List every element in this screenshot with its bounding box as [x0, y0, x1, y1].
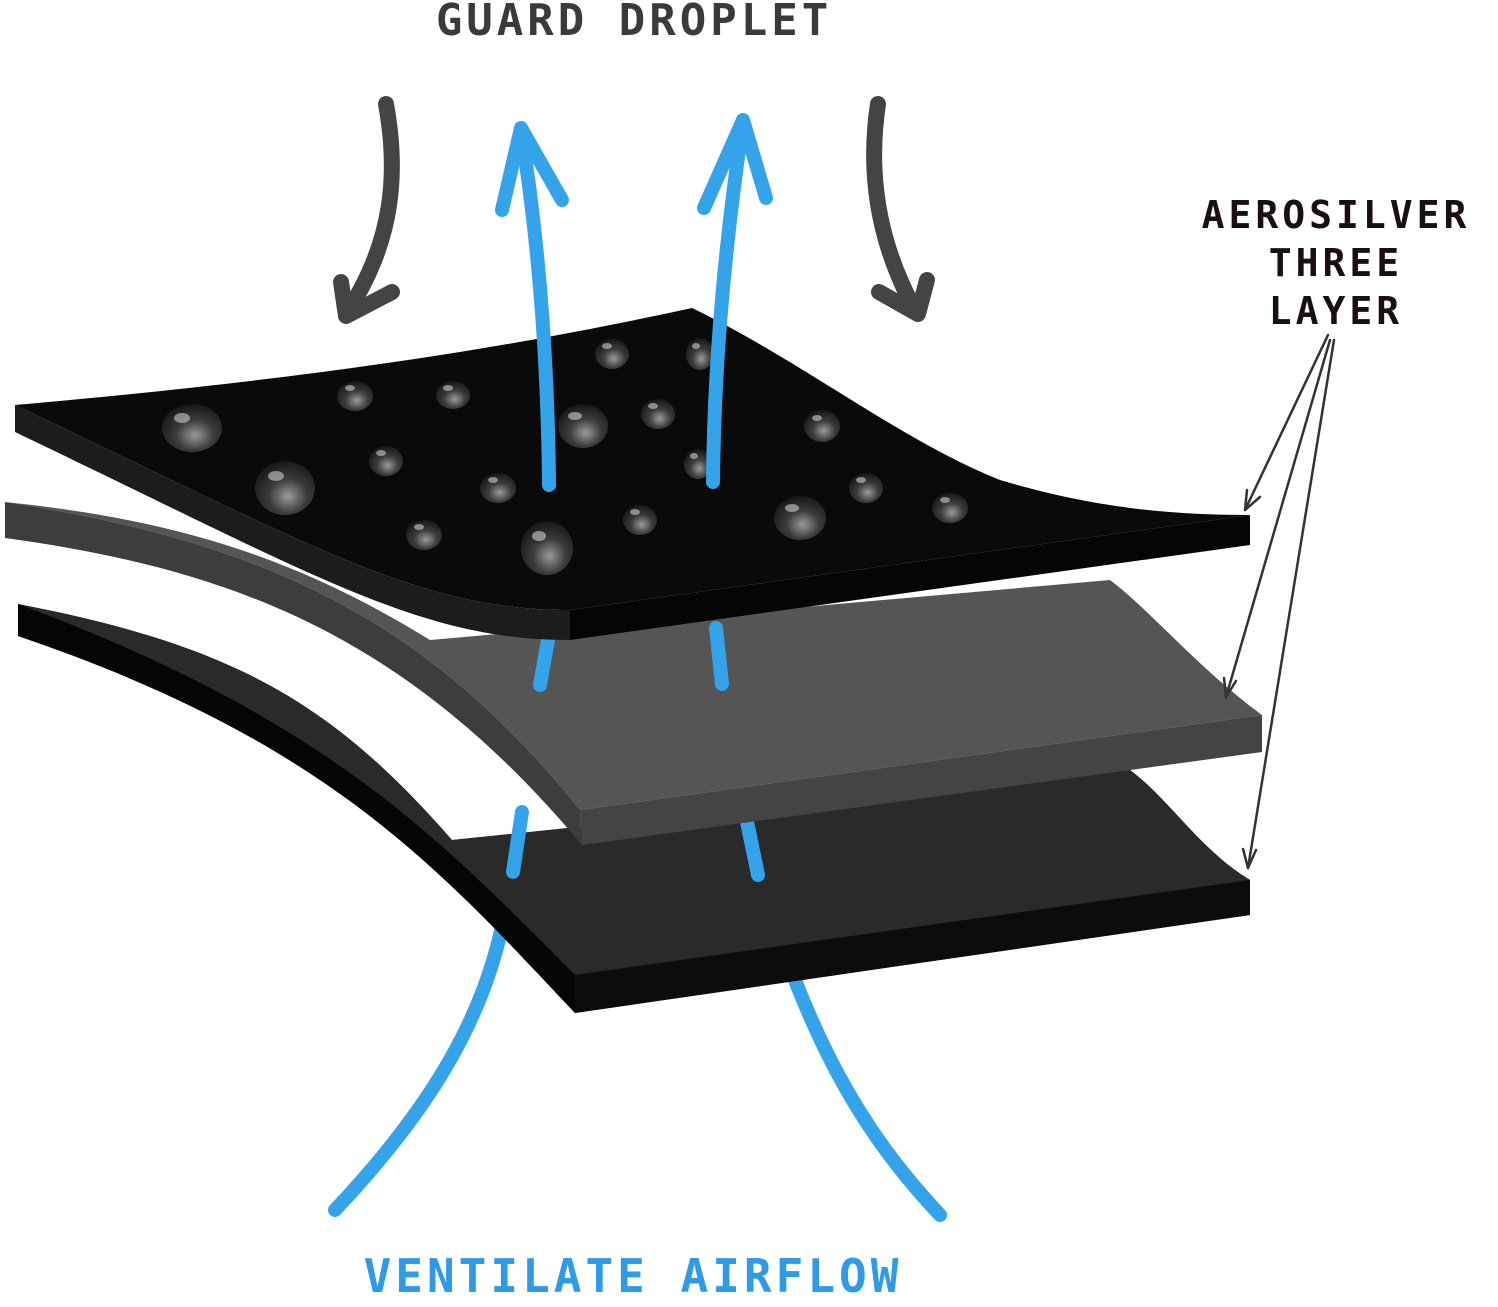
water-droplet-icon — [774, 496, 826, 540]
guard-droplet-label: GUARD DROPLET — [436, 0, 832, 46]
water-droplet-icon — [932, 493, 968, 523]
side-label-line-1: AEROSILVER — [1202, 193, 1471, 237]
water-droplet-icon — [686, 338, 714, 370]
side-label-line-3: LAYER — [1269, 289, 1403, 333]
aerosilver-label: AEROSILVER THREE LAYER — [1202, 193, 1471, 333]
water-droplet-icon — [623, 505, 657, 535]
water-droplet-icon — [521, 521, 573, 575]
pointer-lines — [1222, 333, 1336, 870]
falling-droplet-arrow-icon — [333, 96, 935, 324]
droplets — [162, 338, 968, 575]
airflow-arrow-icon — [533, 621, 729, 692]
water-droplet-icon — [684, 449, 712, 479]
water-droplet-icon — [804, 410, 840, 442]
water-droplet-icon — [480, 473, 516, 503]
water-droplet-icon — [162, 404, 222, 452]
middle-layer — [5, 502, 1262, 845]
water-droplet-icon — [849, 473, 883, 503]
water-droplet-icon — [641, 399, 675, 429]
water-droplet-icon — [369, 446, 403, 476]
airflow-arrow-icon — [506, 805, 765, 882]
water-droplet-icon — [595, 339, 629, 369]
side-label-line-2: THREE — [1269, 241, 1403, 285]
airflow-arrow-icon — [495, 113, 773, 492]
bottom-layer — [18, 604, 1250, 1013]
water-droplet-icon — [255, 461, 315, 515]
water-droplet-icon — [558, 404, 608, 448]
ventilate-airflow-label: VENTILATE AIRFLOW — [364, 1249, 903, 1303]
water-droplet-icon — [436, 381, 470, 409]
water-droplet-icon — [337, 381, 373, 411]
top-layer — [15, 308, 1250, 640]
water-droplet-icon — [406, 520, 442, 550]
